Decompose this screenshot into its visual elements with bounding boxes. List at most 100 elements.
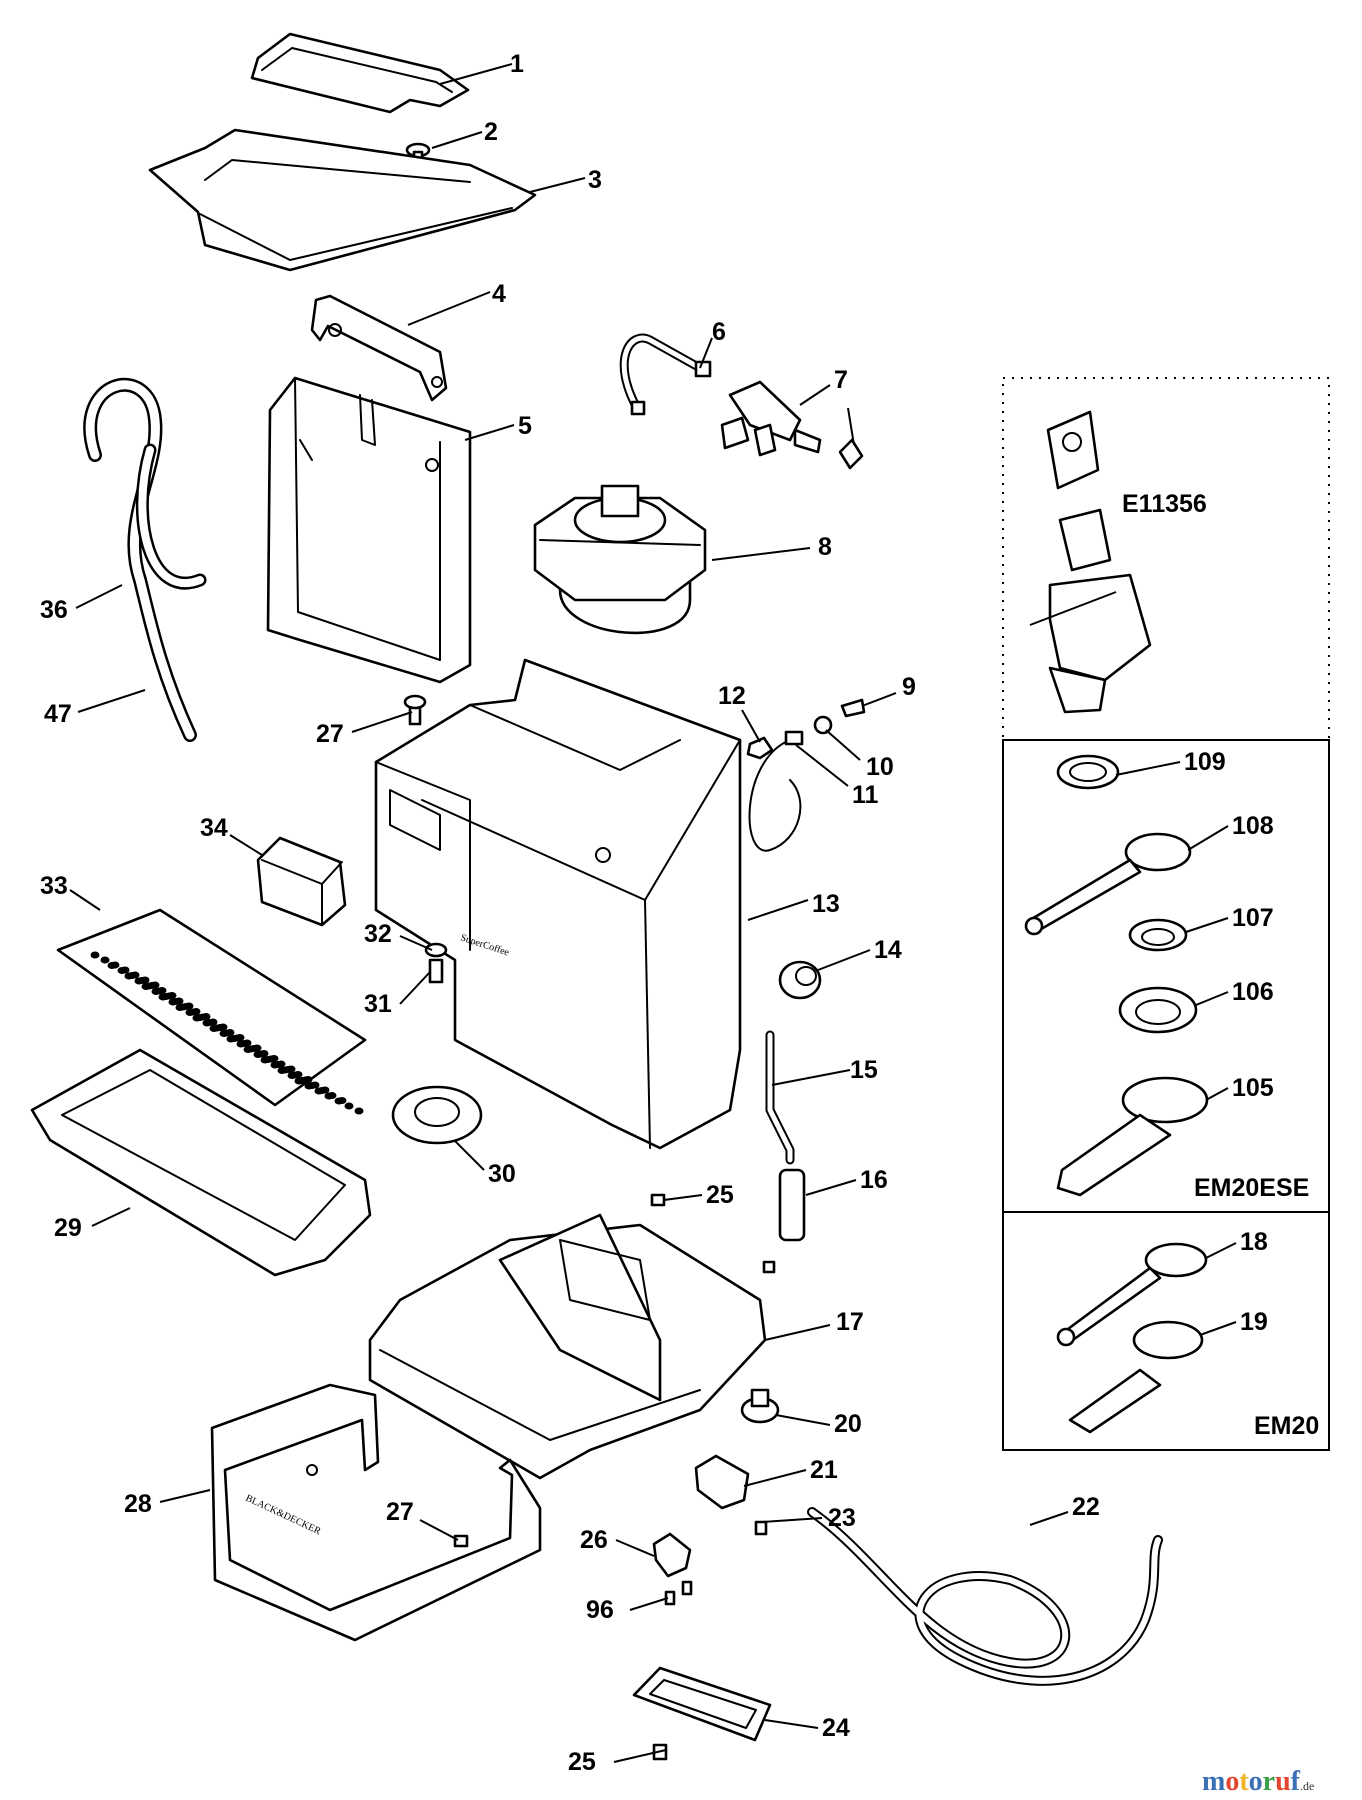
part-20-foot	[740, 1388, 780, 1424]
callout-96: 96	[586, 1596, 614, 1624]
part-12-nut	[746, 736, 774, 760]
callout-109: 109	[1184, 748, 1226, 776]
grid-hole	[218, 1023, 228, 1031]
grid-hole	[252, 1044, 262, 1052]
grid-hole	[120, 966, 130, 974]
callout-18: 18	[1240, 1228, 1268, 1256]
group-label-EM20: EM20	[1254, 1412, 1319, 1440]
callout-4: 4	[492, 280, 506, 308]
grid-hole	[276, 1060, 286, 1068]
grid-hole	[201, 1013, 211, 1020]
watermark-text: motoruf	[1202, 1766, 1301, 1797]
part-15-steam-tube	[765, 1030, 795, 1165]
grid-hole	[157, 987, 167, 994]
part-96-screws	[664, 1580, 693, 1606]
part-16-nozzle	[778, 1168, 806, 1242]
watermark-letter: m	[1202, 1766, 1225, 1797]
part-8-brew-head	[533, 484, 707, 635]
part-E11356-pump	[1046, 410, 1152, 714]
grid-hole	[242, 1039, 252, 1047]
part-25-screw-a	[650, 1193, 666, 1207]
callout-9: 9	[902, 673, 916, 701]
part-31-screw	[428, 958, 444, 984]
callout-labels: 1 2 3 4 5 6 7 8 9 10 11 12 13 14 15 16 1…	[40, 50, 1319, 1776]
callout-22: 22	[1072, 1493, 1100, 1521]
part-13-main-housing: SuperCoffee	[374, 658, 742, 1150]
part-21-connector	[694, 1454, 750, 1510]
leader-lines	[69, 63, 1237, 1763]
callout-21: 21	[810, 1456, 838, 1484]
callout-47: 47	[44, 700, 72, 728]
callout-10: 10	[866, 753, 894, 781]
callout-E11356: E11356	[1122, 490, 1207, 518]
callout-2: 2	[484, 118, 498, 146]
grid-hole	[130, 971, 140, 979]
grid-hole	[303, 1076, 313, 1083]
callout-25-lower: 25	[568, 1748, 596, 1776]
callout-24: 24	[822, 1714, 850, 1742]
part-9-screw	[840, 698, 866, 718]
grid-hole	[293, 1071, 303, 1078]
part-5-water-tank	[266, 376, 472, 684]
part-32-washer	[424, 942, 448, 958]
part-30-cup-holder	[391, 1085, 483, 1145]
callout-27-upper: 27	[316, 720, 344, 748]
callout-3: 3	[588, 166, 602, 194]
callout-16: 16	[860, 1166, 888, 1194]
grid-hole	[269, 1055, 279, 1062]
part-4-bracket	[310, 294, 448, 402]
part-11-wire	[748, 730, 804, 852]
grid-hole	[310, 1081, 320, 1089]
part-19-filter-holder	[1068, 1320, 1204, 1434]
grid-hole	[320, 1086, 330, 1094]
part-10-washer	[813, 715, 833, 735]
grid-hole	[167, 992, 177, 999]
grid-hole	[174, 997, 184, 1005]
svg-text:motoruf.de: motoruf.de	[1202, 1766, 1314, 1797]
watermark-logo: motoruf.de	[1202, 1766, 1314, 1797]
part-7-valve	[720, 380, 864, 470]
grid-hole	[327, 1092, 337, 1099]
callout-12: 12	[718, 682, 746, 710]
watermark-letter: r	[1263, 1766, 1275, 1797]
part-1-cup-tray-lid	[250, 32, 470, 114]
part-36-47-tube	[83, 377, 207, 742]
callout-11: 11	[852, 781, 879, 809]
part-screw-base	[762, 1260, 776, 1274]
em20ese-group-box	[1002, 739, 1330, 1213]
part-27-screw-a	[403, 694, 427, 726]
base-brand-text: BLACK&DECKER	[244, 1493, 323, 1538]
callout-14: 14	[874, 936, 902, 964]
callout-107: 107	[1232, 904, 1274, 932]
grid-hole	[337, 1097, 347, 1104]
callout-28: 28	[124, 1490, 152, 1518]
part-33-drip-grid	[56, 908, 367, 1115]
part-109-filter-screen	[1056, 754, 1120, 790]
callout-8: 8	[818, 533, 832, 561]
callout-34: 34	[200, 814, 228, 842]
callout-23: 23	[828, 1504, 856, 1532]
grid-hole	[150, 981, 160, 989]
callout-17: 17	[836, 1308, 864, 1336]
group-label-EM20ESE: EM20ESE	[1194, 1174, 1309, 1202]
callout-5: 5	[518, 412, 532, 440]
part-108-tamper	[1024, 832, 1192, 936]
part-106-filter-basket-large	[1118, 986, 1198, 1034]
watermark-letter: f	[1291, 1766, 1301, 1797]
watermark-tld: .de	[1300, 1779, 1314, 1793]
part-34-switch	[256, 836, 347, 927]
callout-31: 31	[364, 990, 392, 1018]
callout-27-lower: 27	[386, 1498, 414, 1526]
callout-105: 105	[1232, 1074, 1274, 1102]
part-17-base	[368, 1213, 767, 1480]
callout-25-upper: 25	[706, 1181, 734, 1209]
grid-hole	[100, 956, 110, 964]
callout-6: 6	[712, 318, 726, 346]
part-22-power-cord	[807, 1507, 1163, 1686]
pump-group-box	[1002, 377, 1330, 741]
callout-36: 36	[40, 596, 68, 624]
watermark-letter: o	[1225, 1766, 1239, 1797]
callout-32: 32	[364, 920, 392, 948]
